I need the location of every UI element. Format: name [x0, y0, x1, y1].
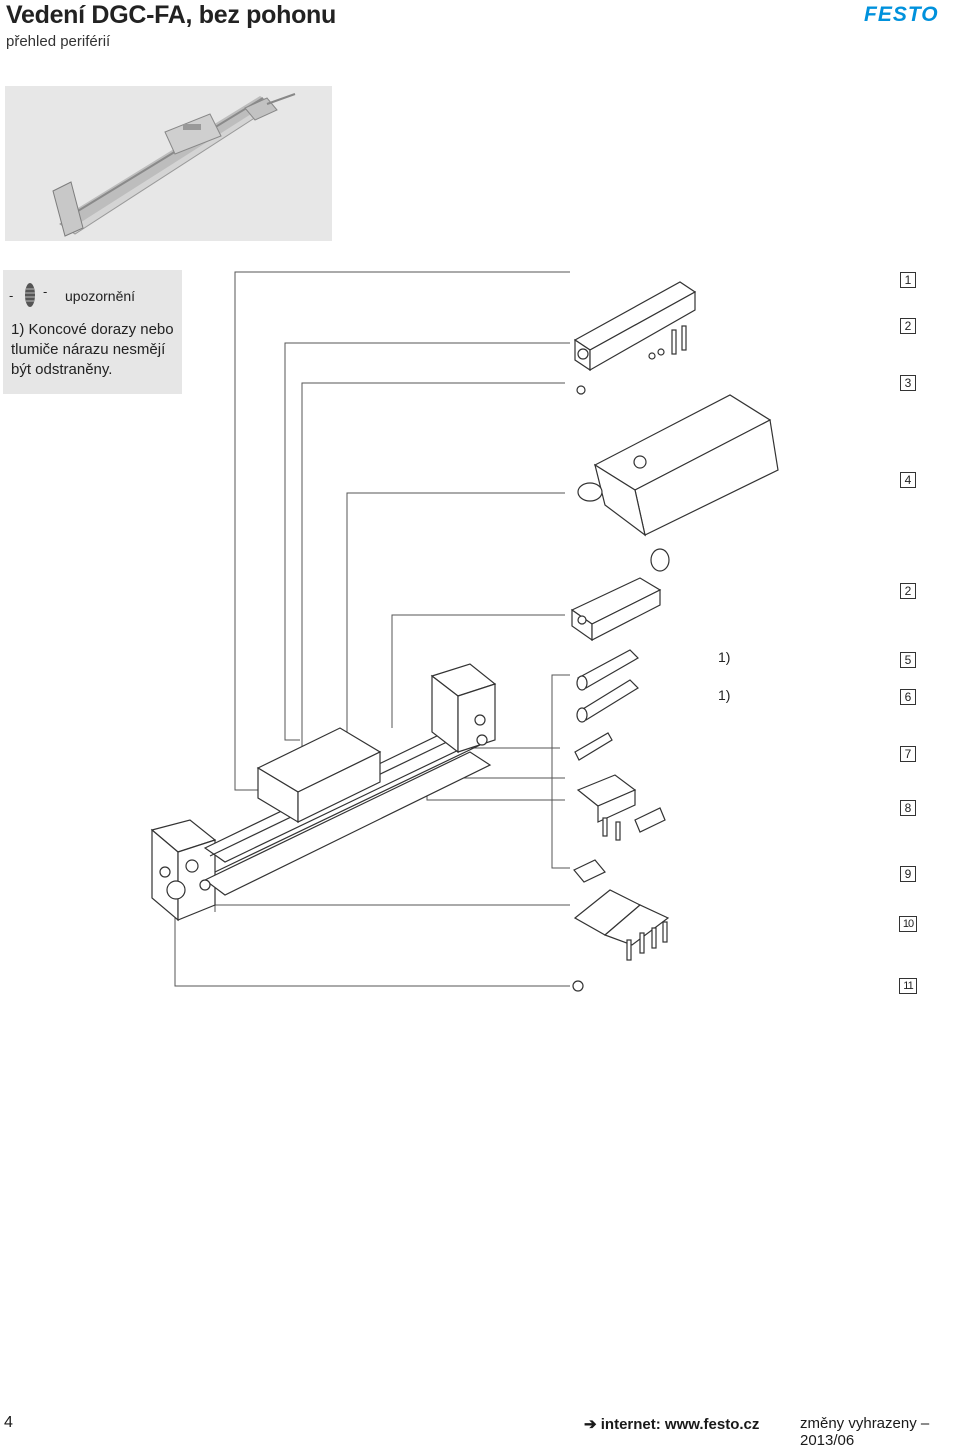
- leader-line: [284, 342, 570, 741]
- part-8: [576, 774, 666, 841]
- callout-11: 11: [899, 978, 917, 994]
- product-photo: [5, 86, 332, 241]
- main-assembly: [150, 663, 497, 922]
- dash-right: -: [43, 284, 48, 299]
- part-4: [570, 548, 670, 642]
- leader-line: [391, 614, 565, 728]
- festo-logo: FESTO: [864, 3, 952, 30]
- footer-link-text: internet: www.festo.cz: [600, 1416, 760, 1433]
- callout-2: 2: [900, 318, 916, 334]
- callout-2b: 2: [900, 583, 916, 599]
- page-number: 4: [4, 1414, 13, 1431]
- leader-line: [174, 912, 570, 987]
- callout-5: 5: [900, 652, 916, 668]
- callout-1: 1: [900, 272, 916, 288]
- part-1: [573, 281, 697, 395]
- dash-left: -: [9, 288, 14, 303]
- arrow-right-icon: ➔: [584, 1416, 597, 1433]
- footer-link[interactable]: ➔ internet: www.festo.cz: [584, 1415, 759, 1433]
- leader-line: [551, 674, 570, 869]
- logo-text: FESTO: [864, 3, 939, 25]
- callout-7: 7: [900, 746, 916, 762]
- part-9: [573, 859, 606, 883]
- callout-9: 9: [900, 866, 916, 882]
- warning-icon: [25, 283, 35, 307]
- footnote-mark: 1): [718, 649, 731, 665]
- callout-6: 6: [900, 689, 916, 705]
- leader-line: [234, 271, 570, 791]
- leader-line: [214, 904, 570, 912]
- footer-rights: změny vyhrazeny – 2013/06: [800, 1415, 930, 1449]
- callout-8: 8: [900, 800, 916, 816]
- page-title: Vedení DGC-FA, bez pohonu: [6, 1, 337, 29]
- callout-10: 10: [899, 916, 917, 932]
- note-legend: upozornění: [65, 288, 136, 304]
- note-text: 1) Koncové dorazy nebo tlumiče nárazu ne…: [11, 321, 174, 378]
- callout-4: 4: [900, 472, 916, 488]
- part-10: [573, 889, 670, 961]
- part-3: [577, 394, 779, 537]
- footnote-mark: 1): [718, 687, 731, 703]
- part-11: [572, 980, 584, 992]
- parts-5-6: [576, 649, 639, 723]
- callout-3: 3: [900, 375, 916, 391]
- part-7: [574, 732, 613, 761]
- note-box: - - upozornění 1) Koncové dorazy nebo tl…: [3, 270, 182, 394]
- page-subtitle: přehled periférií: [6, 33, 111, 50]
